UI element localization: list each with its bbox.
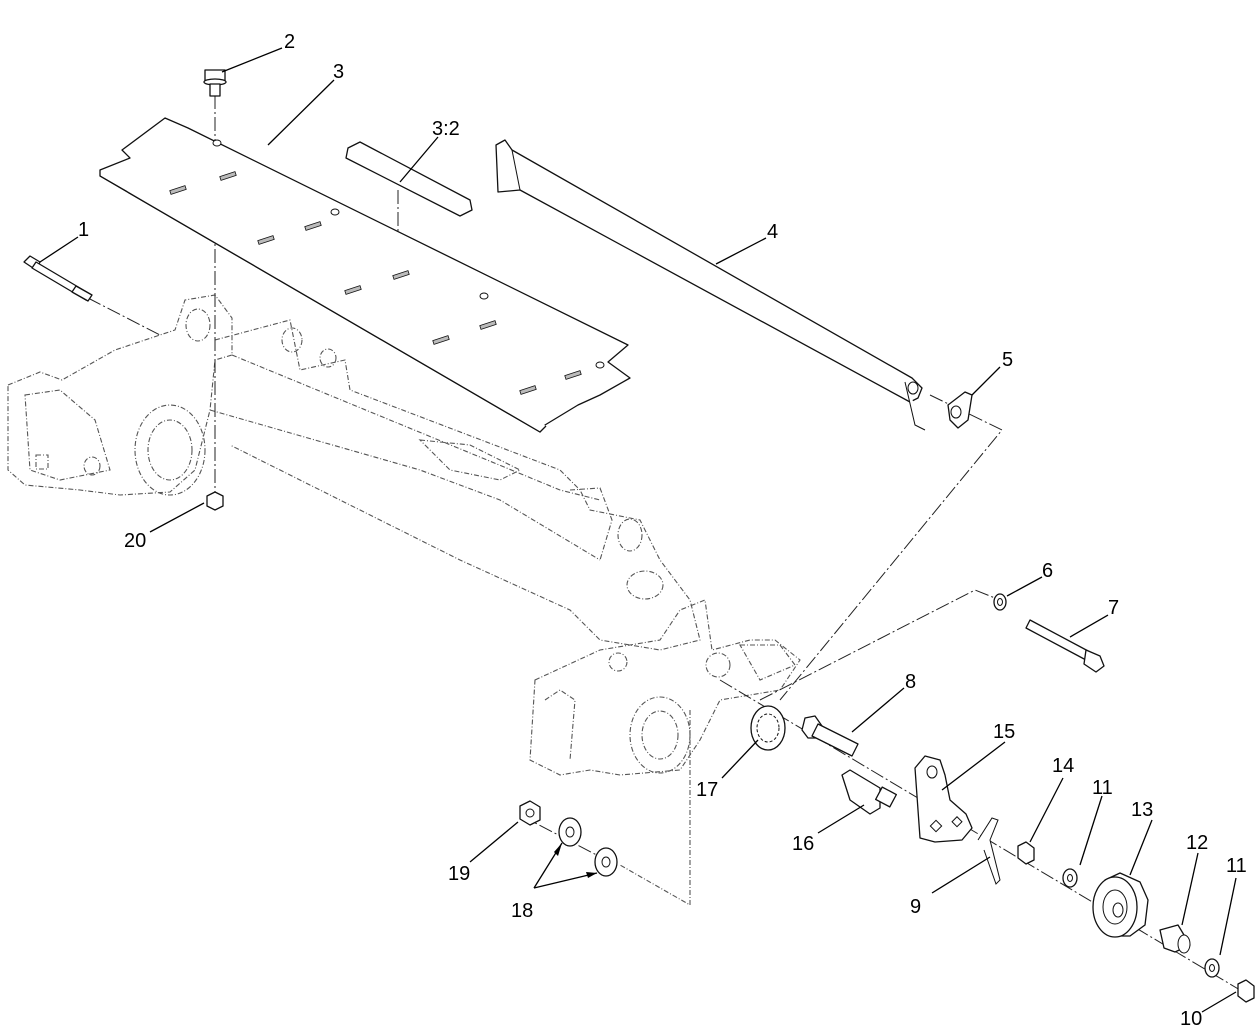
shield-plate-part-3 xyxy=(99,117,631,433)
bolt-part-7 xyxy=(1025,619,1105,673)
flange-bolt-part-2 xyxy=(203,69,227,97)
callout-labels: 1 2 3 3:2 4 5 6 7 8 15 14 11 13 12 11 10… xyxy=(78,31,1247,1030)
bolt-part-1 xyxy=(23,255,93,302)
callout-10: 10 xyxy=(1180,1008,1202,1030)
callout-11-a: 11 xyxy=(1092,777,1113,799)
washer-part-6 xyxy=(993,593,1007,611)
callout-20: 20 xyxy=(124,530,146,552)
callout-11-b: 11 xyxy=(1226,855,1247,877)
washer-part-18-a xyxy=(558,817,582,847)
callout-8: 8 xyxy=(905,671,916,693)
callout-3: 3 xyxy=(333,61,344,83)
axle-frame-phantom xyxy=(7,294,801,906)
nut-part-20 xyxy=(206,491,224,511)
nut-part-10 xyxy=(1237,979,1255,1003)
bumper-strip-part-4 xyxy=(495,139,926,431)
callout-5: 5 xyxy=(1002,349,1013,371)
star-washer-part-17 xyxy=(750,705,786,751)
decal-part-3-2 xyxy=(345,141,473,217)
hairpin-clip-part-9 xyxy=(977,817,1001,885)
shoulder-bolt-part-8 xyxy=(801,715,859,757)
washer-part-11-a xyxy=(1062,868,1078,888)
callout-2: 2 xyxy=(284,31,295,53)
spacer-part-12 xyxy=(1159,924,1191,954)
callout-15: 15 xyxy=(993,721,1015,743)
callout-3-2: 3:2 xyxy=(432,118,460,140)
callout-16: 16 xyxy=(792,833,814,855)
shield-slots xyxy=(169,171,582,395)
clip-part-5 xyxy=(947,391,973,429)
callout-9: 9 xyxy=(910,896,921,918)
callout-13: 13 xyxy=(1131,799,1153,821)
callout-12: 12 xyxy=(1186,832,1208,854)
bracket-plate-part-15 xyxy=(914,755,973,843)
stud-part-16 xyxy=(841,769,897,815)
roller-part-13 xyxy=(1092,872,1149,938)
nut-part-19 xyxy=(519,800,541,826)
nut-part-14 xyxy=(1017,841,1035,865)
callout-1: 1 xyxy=(78,219,89,241)
washer-part-18-b xyxy=(594,847,618,877)
callout-17: 17 xyxy=(696,779,718,801)
callout-14: 14 xyxy=(1052,755,1074,777)
callout-7: 7 xyxy=(1108,597,1119,619)
callout-19: 19 xyxy=(448,863,470,885)
leader-lines xyxy=(39,47,1237,1013)
callout-18: 18 xyxy=(511,900,533,922)
washer-part-11-b xyxy=(1204,958,1220,978)
callout-6: 6 xyxy=(1042,560,1053,582)
callout-4: 4 xyxy=(767,221,778,243)
